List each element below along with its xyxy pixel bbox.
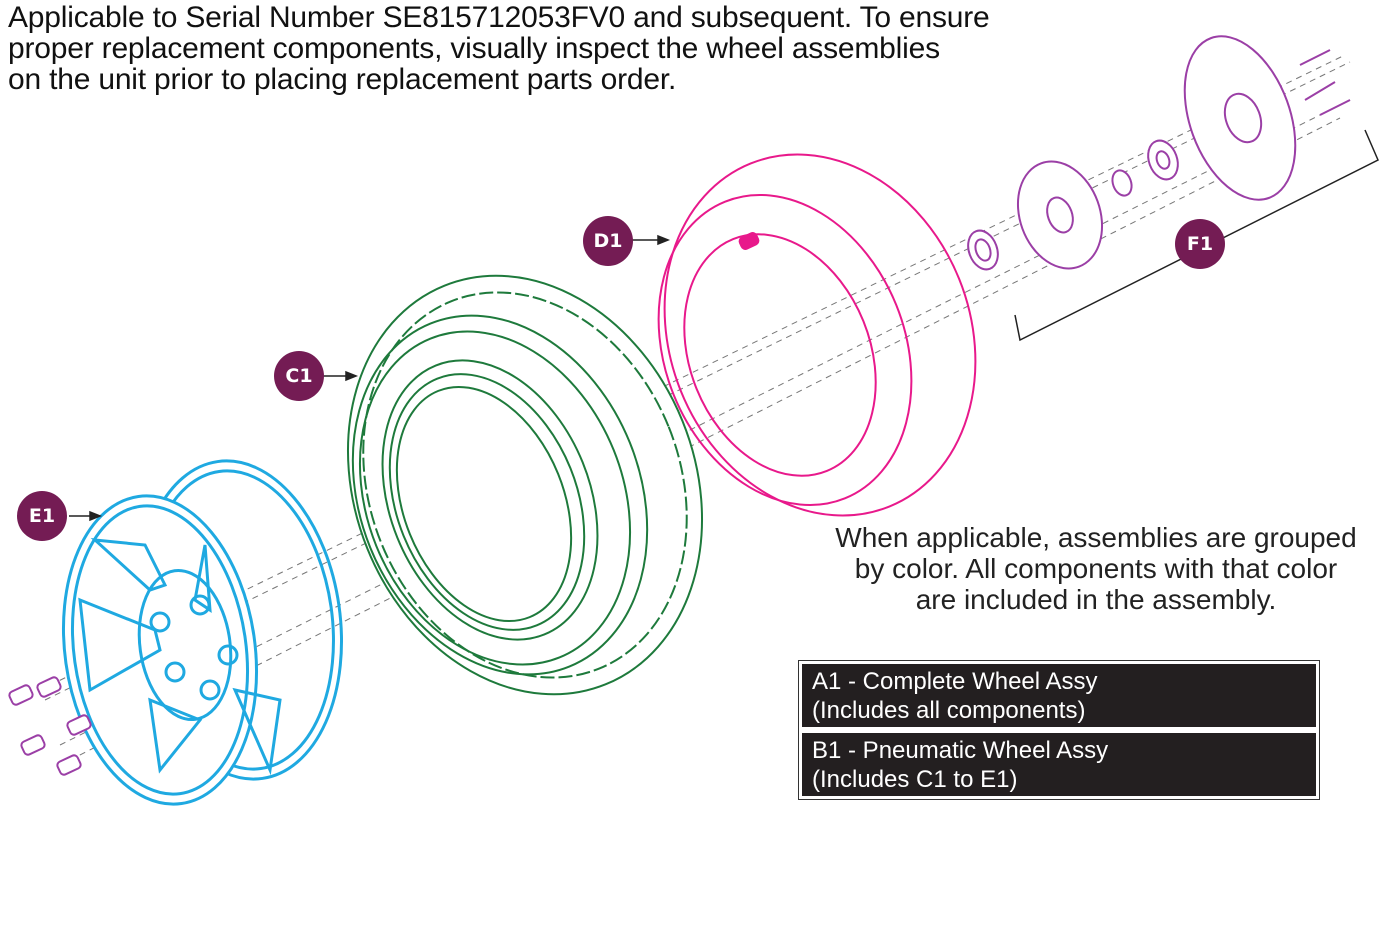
legend-item-subtitle: (Includes all components) xyxy=(812,697,1086,724)
applicability-note: Applicable to Serial Number SE815712053F… xyxy=(8,2,990,95)
tire-drawing xyxy=(346,274,704,696)
callout-f1[interactable]: F1 xyxy=(1175,219,1225,269)
color-grouping-note: When applicable, assemblies are grouped … xyxy=(800,522,1392,615)
hub-assembly-drawing xyxy=(967,35,1351,271)
applicability-note-line-1: Applicable to Serial Number SE815712053F… xyxy=(8,1,990,34)
color-grouping-note-line-3: are included in the assembly. xyxy=(915,584,1277,615)
callout-arrows xyxy=(69,234,671,522)
legend-item-subtitle: (Includes C1 to E1) xyxy=(812,766,1018,793)
inner-tube-drawing xyxy=(657,153,977,517)
legend-item-b1[interactable]: B1 - Pneumatic Wheel Assy (Includes C1 t… xyxy=(802,733,1316,796)
lug-nuts-drawing xyxy=(8,676,92,776)
color-grouping-note-line-1: When applicable, assemblies are grouped xyxy=(835,522,1357,553)
color-grouping-note-line-2: by color. All components with that color xyxy=(854,553,1338,584)
callout-e1[interactable]: E1 xyxy=(17,491,67,541)
legend-item-title: B1 - Pneumatic Wheel Assy xyxy=(812,737,1109,764)
assembly-axis-lines xyxy=(39,54,1351,761)
legend-item-title: A1 - Complete Wheel Assy xyxy=(812,668,1098,695)
rim-drawing xyxy=(61,459,343,806)
applicability-note-line-3: on the unit prior to placing replacement… xyxy=(8,63,677,96)
callout-d1[interactable]: D1 xyxy=(583,216,633,266)
assembly-legend: A1 - Complete Wheel Assy (Includes all c… xyxy=(798,660,1320,800)
applicability-note-line-2: proper replacement components, visually … xyxy=(8,32,940,65)
legend-item-a1[interactable]: A1 - Complete Wheel Assy (Includes all c… xyxy=(802,664,1316,727)
callout-c1[interactable]: C1 xyxy=(274,351,324,401)
